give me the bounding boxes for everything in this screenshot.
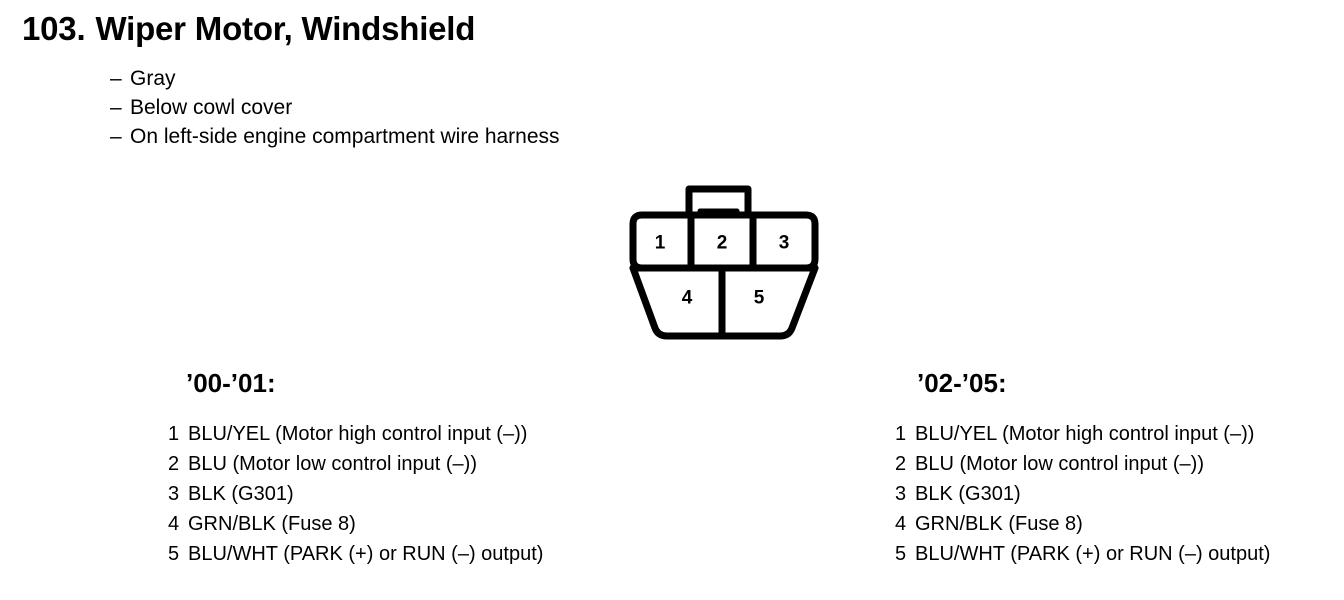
pin-description: BLU (Motor low control input (–))	[915, 453, 1204, 475]
list-item-label: Below cowl cover	[130, 96, 293, 119]
pin-description: BLU/WHT (PARK (+) or RUN (–) output)	[915, 543, 1271, 565]
connector-diagram: 1 2 3 4 5	[620, 176, 825, 346]
pinout-column-heading: ’00-’01:	[186, 368, 276, 398]
pin-number: 3	[168, 483, 180, 505]
list-item: – Below cowl cover	[110, 93, 560, 122]
list-item-label: On left-side engine compartment wire har…	[130, 125, 560, 148]
pin-row: 5 BLU/WHT (PARK (+) or RUN (–) output)	[168, 539, 543, 569]
list-item: – Gray	[110, 64, 560, 93]
dash-icon: –	[110, 96, 122, 119]
pin-description: GRN/BLK (Fuse 8)	[915, 513, 1083, 535]
pin-row: 2 BLU (Motor low control input (–))	[168, 449, 543, 479]
pin-description: BLK (G301)	[915, 483, 1021, 505]
pin-row: 1 BLU/YEL (Motor high control input (–))	[168, 419, 543, 449]
pinout-column-00-01: ’00-’01: 1 BLU/YEL (Motor high control i…	[168, 370, 543, 569]
cavity-label-1: 1	[655, 233, 666, 254]
page-title-text: Wiper Motor, Windshield	[95, 10, 476, 47]
pin-description: BLU/WHT (PARK (+) or RUN (–) output)	[188, 543, 544, 565]
pin-number: 1	[895, 423, 907, 445]
pin-number: 4	[168, 513, 180, 535]
page-title-number: 103.	[22, 10, 86, 47]
pin-row: 3 BLK (G301)	[895, 479, 1270, 509]
dash-icon: –	[110, 67, 122, 90]
pinout-column-02-05: ’02-’05: 1 BLU/YEL (Motor high control i…	[895, 370, 1270, 569]
pin-number: 2	[168, 453, 180, 475]
pin-row: 4 GRN/BLK (Fuse 8)	[168, 509, 543, 539]
dash-icon: –	[110, 125, 122, 148]
pin-number: 3	[895, 483, 907, 505]
pin-row: 5 BLU/WHT (PARK (+) or RUN (–) output)	[895, 539, 1270, 569]
pin-row: 2 BLU (Motor low control input (–))	[895, 449, 1270, 479]
pin-row: 1 BLU/YEL (Motor high control input (–))	[895, 419, 1270, 449]
locking-tab-outline	[685, 185, 752, 219]
pinout-column-heading: ’02-’05:	[917, 368, 1007, 398]
cavity-label-5: 5	[754, 288, 765, 309]
pin-number: 5	[168, 543, 180, 565]
pin-description: BLU/YEL (Motor high control input (–))	[188, 423, 528, 445]
pin-description: BLK (G301)	[188, 483, 294, 505]
pin-row: 4 GRN/BLK (Fuse 8)	[895, 509, 1270, 539]
list-item: – On left-side engine compartment wire h…	[110, 122, 560, 151]
cavity-label-4: 4	[682, 288, 693, 309]
cavity-label-2: 2	[717, 233, 728, 254]
list-item-label: Gray	[130, 67, 176, 90]
pin-description: GRN/BLK (Fuse 8)	[188, 513, 356, 535]
cavity-label-3: 3	[779, 233, 790, 254]
pin-description: BLU/YEL (Motor high control input (–))	[915, 423, 1255, 445]
notes-list: – Gray – Below cowl cover – On left-side…	[110, 64, 560, 151]
pin-number: 1	[168, 423, 180, 445]
pin-number: 2	[895, 453, 907, 475]
pin-number: 5	[895, 543, 907, 565]
pin-row: 3 BLK (G301)	[168, 479, 543, 509]
pin-number: 4	[895, 513, 907, 535]
page-title: 103.Wiper Motor, Windshield	[22, 12, 475, 45]
pin-description: BLU (Motor low control input (–))	[188, 453, 477, 475]
